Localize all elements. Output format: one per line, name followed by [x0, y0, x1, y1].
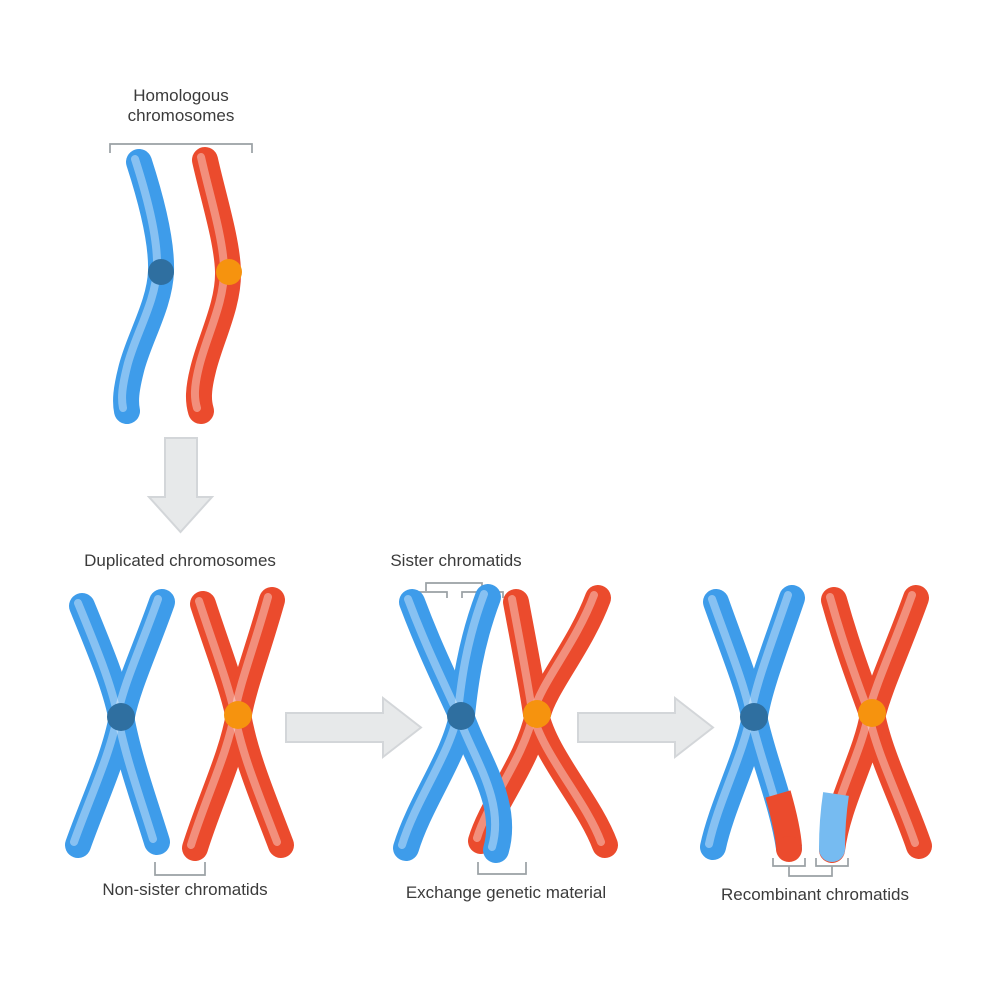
sister-chromatids-label: Sister chromatids [390, 551, 522, 570]
sister-chromatids-bracket-outer [425, 582, 483, 591]
exchange-genetic-material-bracket [477, 862, 527, 875]
homologous-chromosomes-label: Homologous chromosomes [127, 86, 235, 125]
red-recombinant-chromosome [819, 595, 932, 863]
exchange-genetic-material-label: Exchange genetic material [405, 883, 607, 902]
blue-duplicated-chromosome [74, 599, 175, 858]
right-arrow-icon [577, 695, 715, 760]
recombinant-red-tip-end [776, 836, 802, 862]
red-centromere [523, 700, 551, 728]
recombinant-bracket-connector [788, 866, 833, 877]
duplicated-chromosomes-label: Duplicated chromosomes [84, 551, 276, 570]
red-duplicated-chromosome [191, 597, 294, 861]
red-centromere [858, 699, 886, 727]
non-sister-chromatids-label: Non-sister chromatids [102, 880, 268, 899]
right-arrow-icon [285, 695, 423, 760]
red-centromere [216, 259, 242, 285]
blue-chromosome-crossing [402, 594, 513, 863]
red-homologous-chromosome [195, 157, 242, 424]
red-centromere [224, 701, 252, 729]
homologous-bracket [109, 143, 253, 153]
recombinant-chromatids-label: Recombinant chromatids [720, 885, 910, 904]
non-sister-chromatids-bracket [154, 862, 206, 876]
blue-centromere [740, 703, 768, 731]
blue-centromere [148, 259, 174, 285]
blue-centromere [107, 703, 135, 731]
blue-recombinant-chromosome [709, 595, 805, 862]
recombinant-blue-tip-end [819, 836, 845, 862]
blue-homologous-chromosome [122, 159, 175, 424]
blue-centromere [447, 702, 475, 730]
down-arrow-icon [146, 437, 215, 534]
